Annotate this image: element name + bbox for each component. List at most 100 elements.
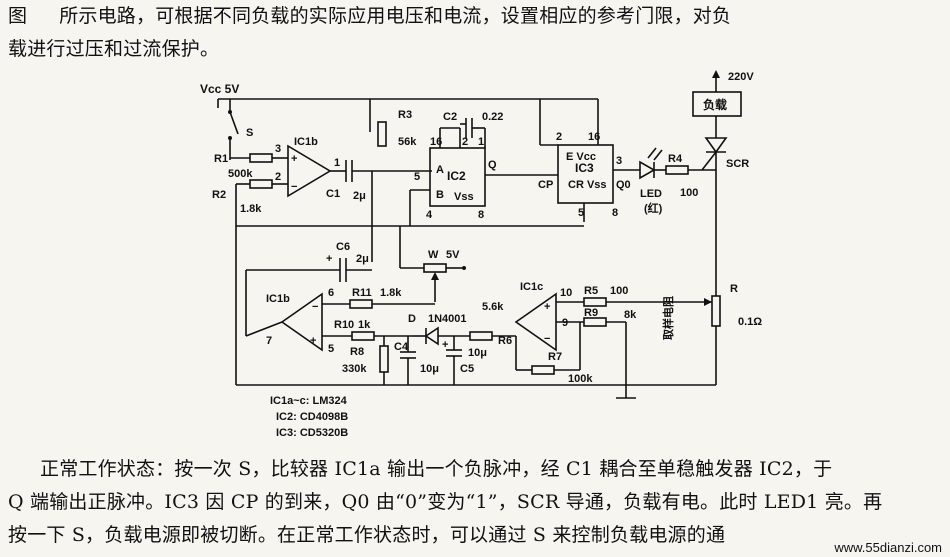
c4-label: C4	[394, 341, 409, 353]
r5-value: 100	[610, 285, 628, 297]
svg-text:7: 7	[266, 335, 272, 347]
svg-text:CP: CP	[538, 179, 553, 191]
r9-label: R9	[584, 307, 598, 319]
svg-text:Q0: Q0	[616, 179, 631, 191]
scr-label: SCR	[726, 158, 749, 170]
r6-label: R6	[498, 335, 512, 347]
r2-resistor	[249, 179, 273, 189]
svg-text:8: 8	[612, 207, 618, 219]
ic2-label: IC2	[447, 169, 466, 183]
r4-value: 100	[680, 187, 698, 199]
led-label: LED	[640, 188, 662, 200]
load-label: 负载	[703, 97, 727, 112]
svg-text:5: 5	[414, 171, 420, 183]
r6-value: 5.6k	[482, 301, 504, 313]
svg-text:10: 10	[560, 287, 572, 299]
svg-text:16: 16	[588, 131, 600, 143]
intro-line-1: 所示电路，可根据不同负载的实际应用电压和电流，设置相应的参考门限，对负	[59, 5, 732, 27]
svg-text:−: −	[544, 333, 550, 345]
w-value: 5V	[446, 249, 460, 261]
r11-label: R11	[352, 287, 372, 299]
svg-text:+: +	[544, 301, 550, 313]
svg-text:1: 1	[478, 136, 484, 148]
r10-value: 1k	[358, 319, 371, 331]
r7-resistor	[531, 365, 555, 375]
ic3-label: IC3	[575, 161, 594, 175]
d-type: 1N4001	[428, 313, 467, 325]
body-line-1: 正常工作状态：按一次 S，比较器 IC1a 输出一个负脉冲，经 C1 耦合至单稳…	[40, 458, 833, 480]
svg-text:−: −	[312, 301, 318, 313]
svg-text:2: 2	[462, 136, 468, 148]
led-color: (红)	[644, 201, 663, 215]
body-line-3: 按一下 S，负载电源即被切断。在正常工作状态时，可以通过 S 来控制负载电源的通	[8, 524, 726, 546]
svg-text:A: A	[436, 164, 444, 176]
sample-res-label: 取样电阻	[661, 296, 675, 340]
svg-text:5: 5	[328, 343, 334, 355]
c4-value: 10μ	[420, 363, 439, 375]
svg-text:8: 8	[478, 209, 484, 221]
r8-label: R8	[350, 346, 364, 358]
svg-text:Q: Q	[488, 159, 497, 171]
ic1b-left-label: IC1b	[266, 293, 290, 305]
r3-value: 56k	[398, 136, 417, 148]
r7-label: R7	[548, 351, 562, 363]
svg-text:B: B	[436, 189, 444, 201]
legend-line-1: IC1a~c: LM324	[270, 395, 348, 407]
v220-label: 220V	[728, 71, 754, 83]
ic1b-label: IC1b	[294, 136, 318, 148]
switch-label: S	[246, 127, 253, 139]
led-diode	[639, 160, 656, 180]
svg-text:+: +	[310, 335, 316, 347]
c5-label: C5	[460, 363, 474, 375]
body-line-2: Q 端输出正脉冲。IC3 因 CP 的到来，Q0 由“0”变为“1”，SCR 导…	[8, 491, 883, 513]
svg-text:5: 5	[578, 207, 584, 219]
r11-resistor	[349, 299, 373, 309]
r3-resistor	[377, 121, 387, 147]
svg-text:16: 16	[430, 136, 442, 148]
r10-label: R10	[334, 319, 354, 331]
c2-value: 0.22	[482, 111, 503, 123]
r5-label: R5	[584, 285, 598, 297]
r-value: 0.1Ω	[738, 316, 762, 328]
r1-value: 500k	[228, 168, 253, 180]
svg-text:2: 2	[275, 171, 281, 183]
r10-resistor	[351, 331, 375, 341]
legend-line-3: IC3: CD5320B	[276, 427, 348, 439]
legend-line-2: IC2: CD4098B	[276, 411, 348, 423]
svg-text:9: 9	[562, 317, 568, 329]
r-sample-resistor	[711, 295, 721, 327]
r11-value: 1.8k	[380, 287, 402, 299]
c6-value: 2μ	[356, 253, 369, 265]
diode-d	[424, 326, 439, 346]
r8-value: 330k	[342, 363, 367, 375]
r4-resistor	[665, 165, 689, 175]
svg-text:+: +	[442, 339, 448, 351]
ic2-chip	[429, 147, 486, 207]
c2-label: C2	[443, 111, 457, 123]
w-potentiometer	[423, 263, 447, 273]
svg-text:E Vcc: E Vcc	[566, 151, 596, 163]
intro-paragraph: 图所示电路，可根据不同负载的实际应用电压和电流，设置相应的参考门限，对负 载进行…	[8, 0, 943, 66]
watermark: www.55dianzi.com	[834, 540, 942, 555]
svg-text:4: 4	[426, 209, 433, 221]
ic1a-opamp	[287, 144, 332, 198]
ic1b-opamp	[280, 292, 323, 352]
c6-label: C6	[336, 241, 350, 253]
supply-label: Vcc 5V	[200, 82, 239, 96]
svg-text:6: 6	[328, 287, 334, 299]
w-label: W	[428, 249, 439, 261]
svg-text:+: +	[326, 253, 332, 265]
body-paragraph: 正常工作状态：按一次 S，比较器 IC1a 输出一个负脉冲，经 C1 耦合至单稳…	[8, 453, 943, 552]
d-label: D	[408, 313, 416, 325]
r-label: R	[730, 283, 738, 295]
r8-resistor	[379, 345, 389, 373]
r6-resistor	[469, 331, 493, 341]
r9-value: 8k	[624, 309, 637, 321]
svg-text:Vss: Vss	[454, 191, 474, 203]
svg-text:2: 2	[556, 131, 562, 143]
r7-value: 100k	[568, 373, 593, 385]
r9-resistor	[583, 317, 607, 327]
svg-text:+: +	[291, 153, 297, 165]
svg-text:3: 3	[275, 143, 281, 155]
r4-label: R4	[668, 153, 683, 165]
